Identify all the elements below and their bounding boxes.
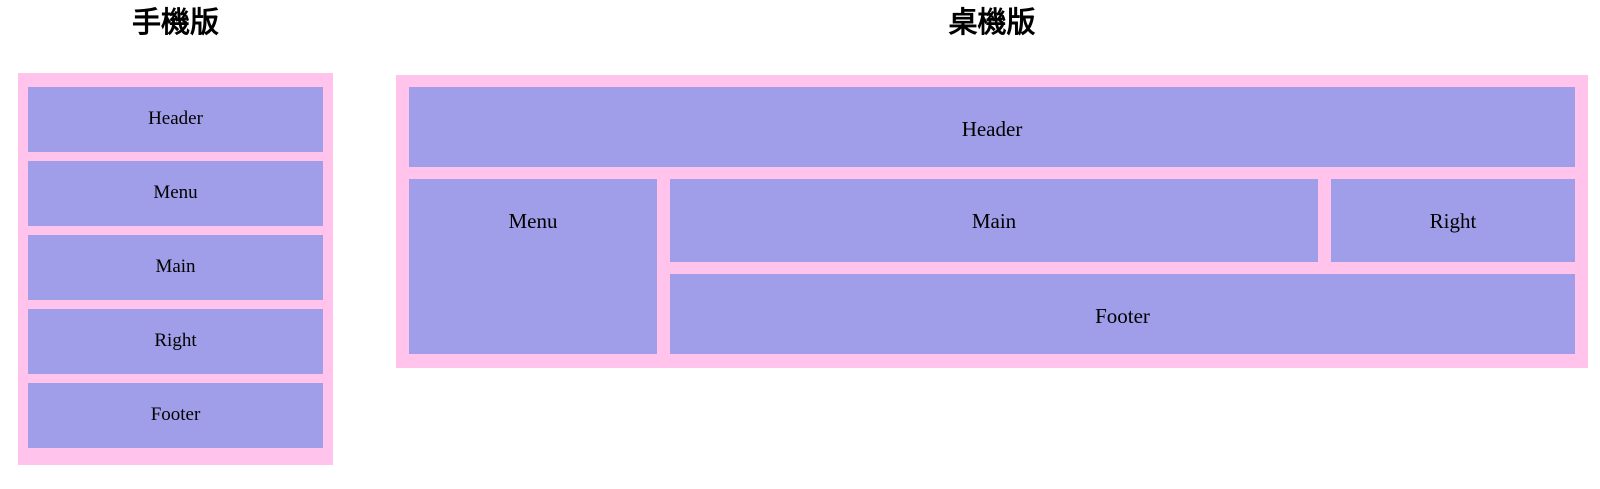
mobile-section-title: 手機版	[131, 7, 219, 39]
mobile-menu-box: Menu	[28, 161, 323, 226]
mobile-right-box: Right	[28, 309, 323, 374]
mobile-layout-container: Header Menu Main Right Footer	[18, 73, 333, 465]
desktop-section-title: 桌機版	[948, 7, 1036, 39]
mobile-main-box: Main	[28, 235, 323, 300]
desktop-layout-container: Header Menu Main Right Footer	[396, 75, 1588, 368]
desktop-main-box: Main	[670, 179, 1318, 262]
mobile-footer-box: Footer	[28, 383, 323, 448]
desktop-menu-box: Menu	[409, 179, 657, 354]
desktop-right-box: Right	[1331, 179, 1575, 262]
desktop-header-box: Header	[409, 87, 1575, 167]
desktop-footer-box: Footer	[670, 274, 1575, 354]
mobile-header-box: Header	[28, 87, 323, 152]
